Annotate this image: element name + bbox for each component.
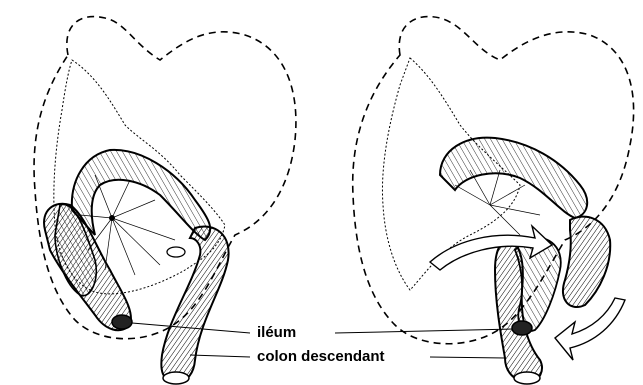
left-ileum-opening	[112, 315, 132, 329]
colon-descendant-label: colon descendant	[257, 349, 385, 364]
left-bowel-loop-upper	[72, 150, 210, 240]
right-ileum-opening	[512, 321, 532, 335]
right-bowel-loop-upper	[440, 138, 587, 218]
leader-colon-right	[430, 357, 505, 358]
ileum-label: iléum	[257, 325, 296, 340]
right-bowel-loop-lateral	[563, 217, 610, 307]
right-panel	[353, 17, 634, 384]
leader-ileum-right	[335, 329, 512, 333]
left-colon-opening	[163, 372, 189, 384]
right-colon-opening	[514, 372, 540, 384]
right-rotation-arrow-lower	[555, 298, 625, 360]
leader-colon-left	[190, 355, 250, 357]
left-mesentery-center	[109, 215, 115, 221]
left-cut-vessel	[167, 247, 185, 257]
